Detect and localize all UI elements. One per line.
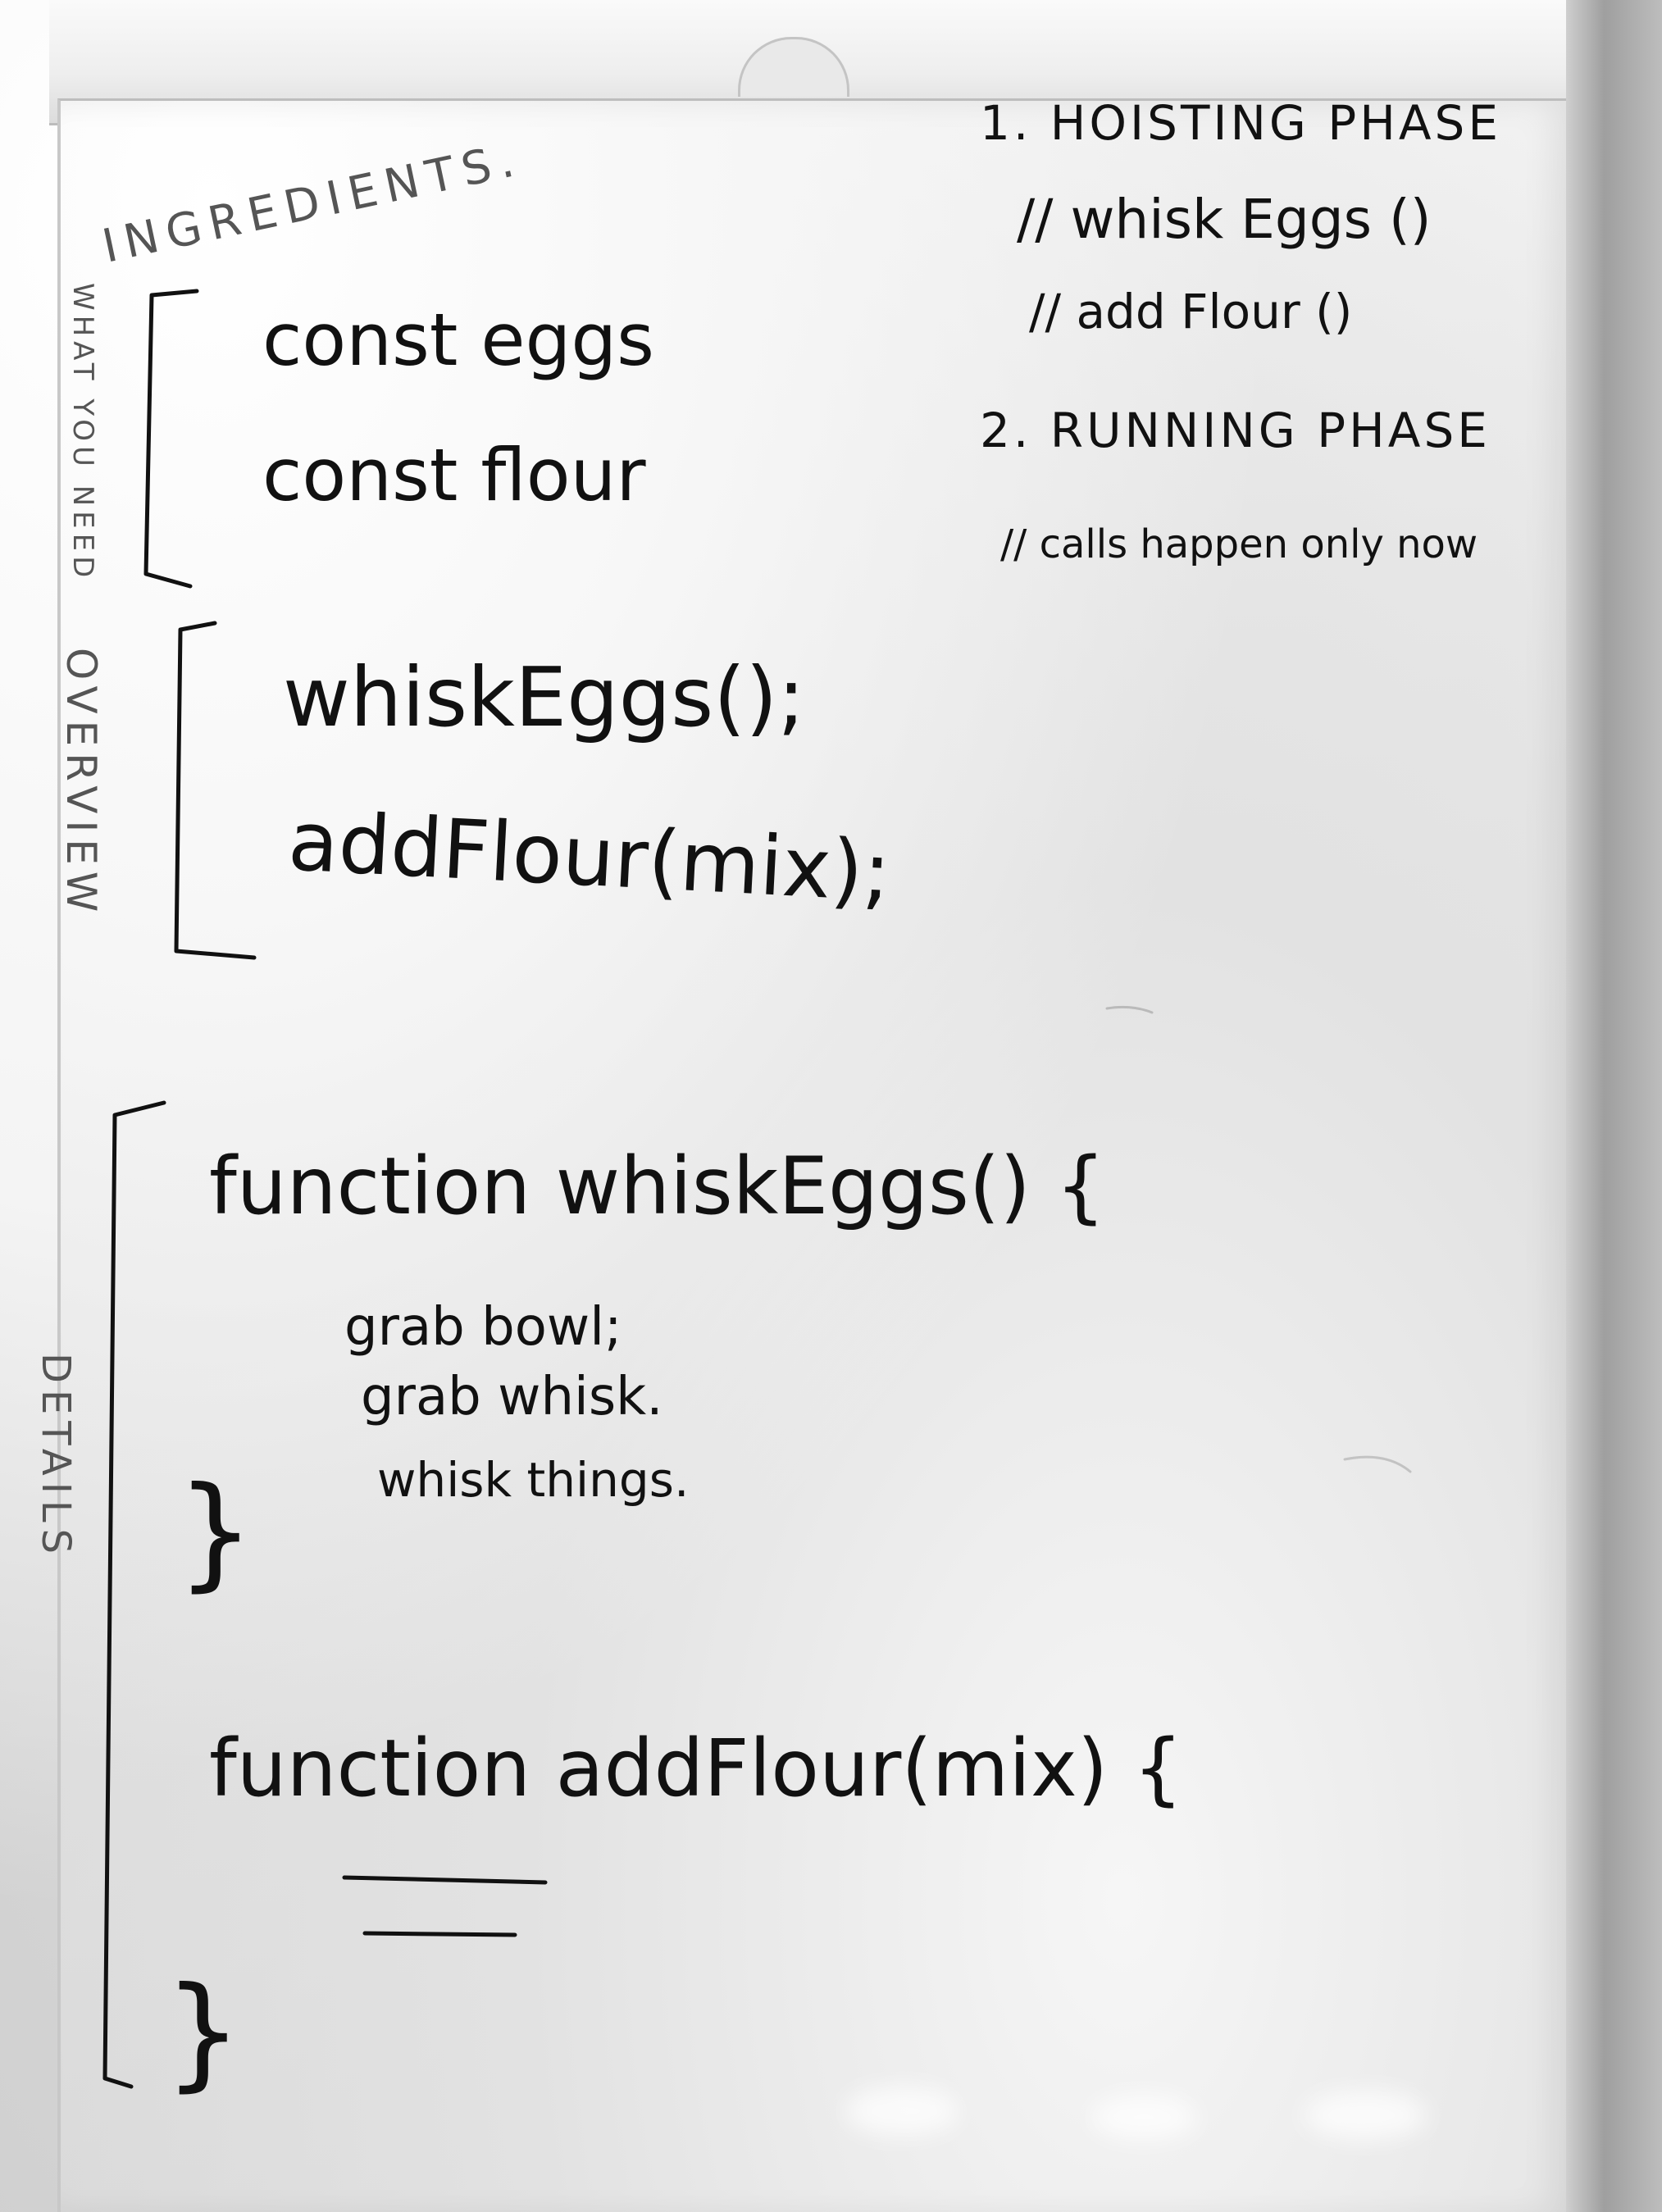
erased-smudge	[1105, 1005, 1154, 1014]
ingredients-label: INGREDIENTS.	[98, 133, 526, 274]
hoisting-item: // add Flour ()	[1029, 284, 1352, 339]
function-close-brace: }	[164, 1961, 242, 2104]
details-bracket	[102, 1100, 166, 2089]
running-item: // calls happen only now	[1000, 521, 1478, 567]
ingredients-bracket	[143, 289, 199, 589]
overview-call: addFlour(mix);	[286, 793, 893, 920]
running-phase-title: 2. RUNNING PHASE	[980, 403, 1491, 458]
whiteboard-surface	[57, 98, 1578, 2212]
hoisting-phase-title: 1. HOISTING PHASE	[980, 95, 1501, 151]
function-header: function whiskEggs() {	[209, 1140, 1105, 1232]
function-body-line: grab whisk.	[361, 1367, 663, 1427]
overview-label: OVERVIEW	[57, 648, 105, 918]
placeholder-line	[362, 1931, 517, 1937]
function-header: function addFlour(mix) {	[209, 1723, 1183, 1814]
ingredient-line: const eggs	[262, 298, 654, 382]
function-close-brace: }	[176, 1461, 254, 1604]
light-glare	[1304, 2091, 1427, 2140]
overview-bracket	[174, 621, 257, 960]
ingredient-line: const flour	[262, 433, 646, 517]
what-you-need-label: WHAT YOU NEED	[66, 283, 99, 582]
details-label: DETAILS	[33, 1353, 79, 1560]
hoisting-item: // whisk Eggs ()	[1017, 188, 1432, 251]
placeholder-line	[342, 1875, 548, 1885]
whiteboard-right-frame	[1566, 0, 1662, 2212]
light-glare	[845, 2087, 959, 2136]
overview-call: whiskEggs();	[283, 649, 805, 745]
function-body-line: whisk things.	[377, 1452, 689, 1508]
erased-smudge	[1343, 1455, 1412, 1473]
light-glare	[1091, 2095, 1197, 2140]
function-body-line: grab bowl;	[344, 1297, 622, 1358]
